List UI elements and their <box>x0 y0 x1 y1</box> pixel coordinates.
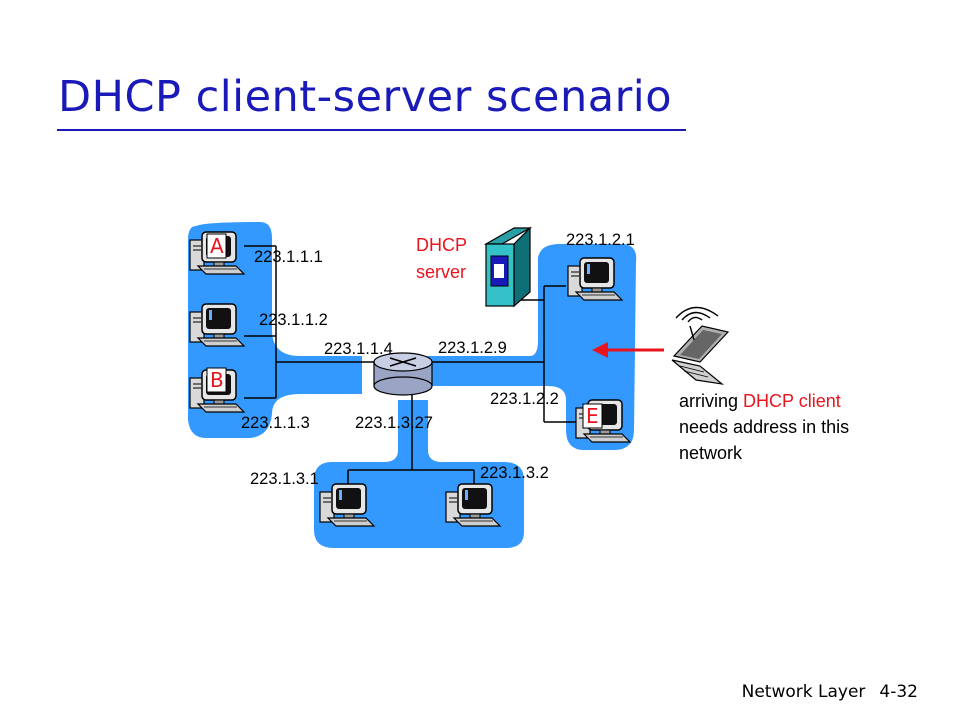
footer-section: Network Layer <box>741 682 866 702</box>
arrival-arrow-icon <box>592 342 664 358</box>
title-underline <box>57 129 686 131</box>
ip-label-223-1-1-4: 223.1.1.4 <box>324 340 393 358</box>
arriving-client-note: arriving DHCP client needs address in th… <box>679 388 859 466</box>
footer-page-number: 4-32 <box>879 682 918 702</box>
laptop-icon <box>671 325 730 385</box>
ip-label-223-1-3-27: 223.1.3.27 <box>355 414 433 432</box>
dhcp-server-icon <box>483 226 533 308</box>
ip-label-223-1-1-1: 223.1.1.1 <box>254 248 323 266</box>
ip-label-223-1-2-9: 223.1.2.9 <box>438 339 507 357</box>
host-b-label: B <box>210 368 224 392</box>
host-a-label: A <box>210 234 224 258</box>
wireless-signal-icon <box>675 306 719 341</box>
ip-label-223-1-1-3: 223.1.1.3 <box>241 414 310 432</box>
slide-title: DHCP client-server scenario <box>58 72 673 122</box>
links <box>244 245 588 494</box>
ip-label-223-1-2-1: 223.1.2.1 <box>566 231 635 249</box>
ip-label-223-1-3-1: 223.1.3.1 <box>250 470 319 488</box>
dhcp-server-label: DHCP server <box>416 232 467 286</box>
note-text-highlight: DHCP client <box>743 391 841 411</box>
host-e-label: E <box>586 404 599 428</box>
host-b-badge: B <box>206 367 227 393</box>
ip-label-223-1-1-2: 223.1.1.2 <box>259 311 328 329</box>
slide-footer: Network Layer 4-32 <box>728 682 918 702</box>
note-text-1: arriving <box>679 391 744 411</box>
host-e-badge: E <box>582 403 603 429</box>
note-text-2: needs address in this network <box>679 417 850 463</box>
ip-label-223-1-3-2: 223.1.3.2 <box>480 464 549 482</box>
dhcp-server-label-line2: server <box>416 262 467 282</box>
router-icon <box>373 352 433 396</box>
dhcp-server-label-line1: DHCP <box>416 235 468 255</box>
ip-label-223-1-2-2: 223.1.2.2 <box>490 390 559 408</box>
host-a-badge: A <box>206 233 227 259</box>
